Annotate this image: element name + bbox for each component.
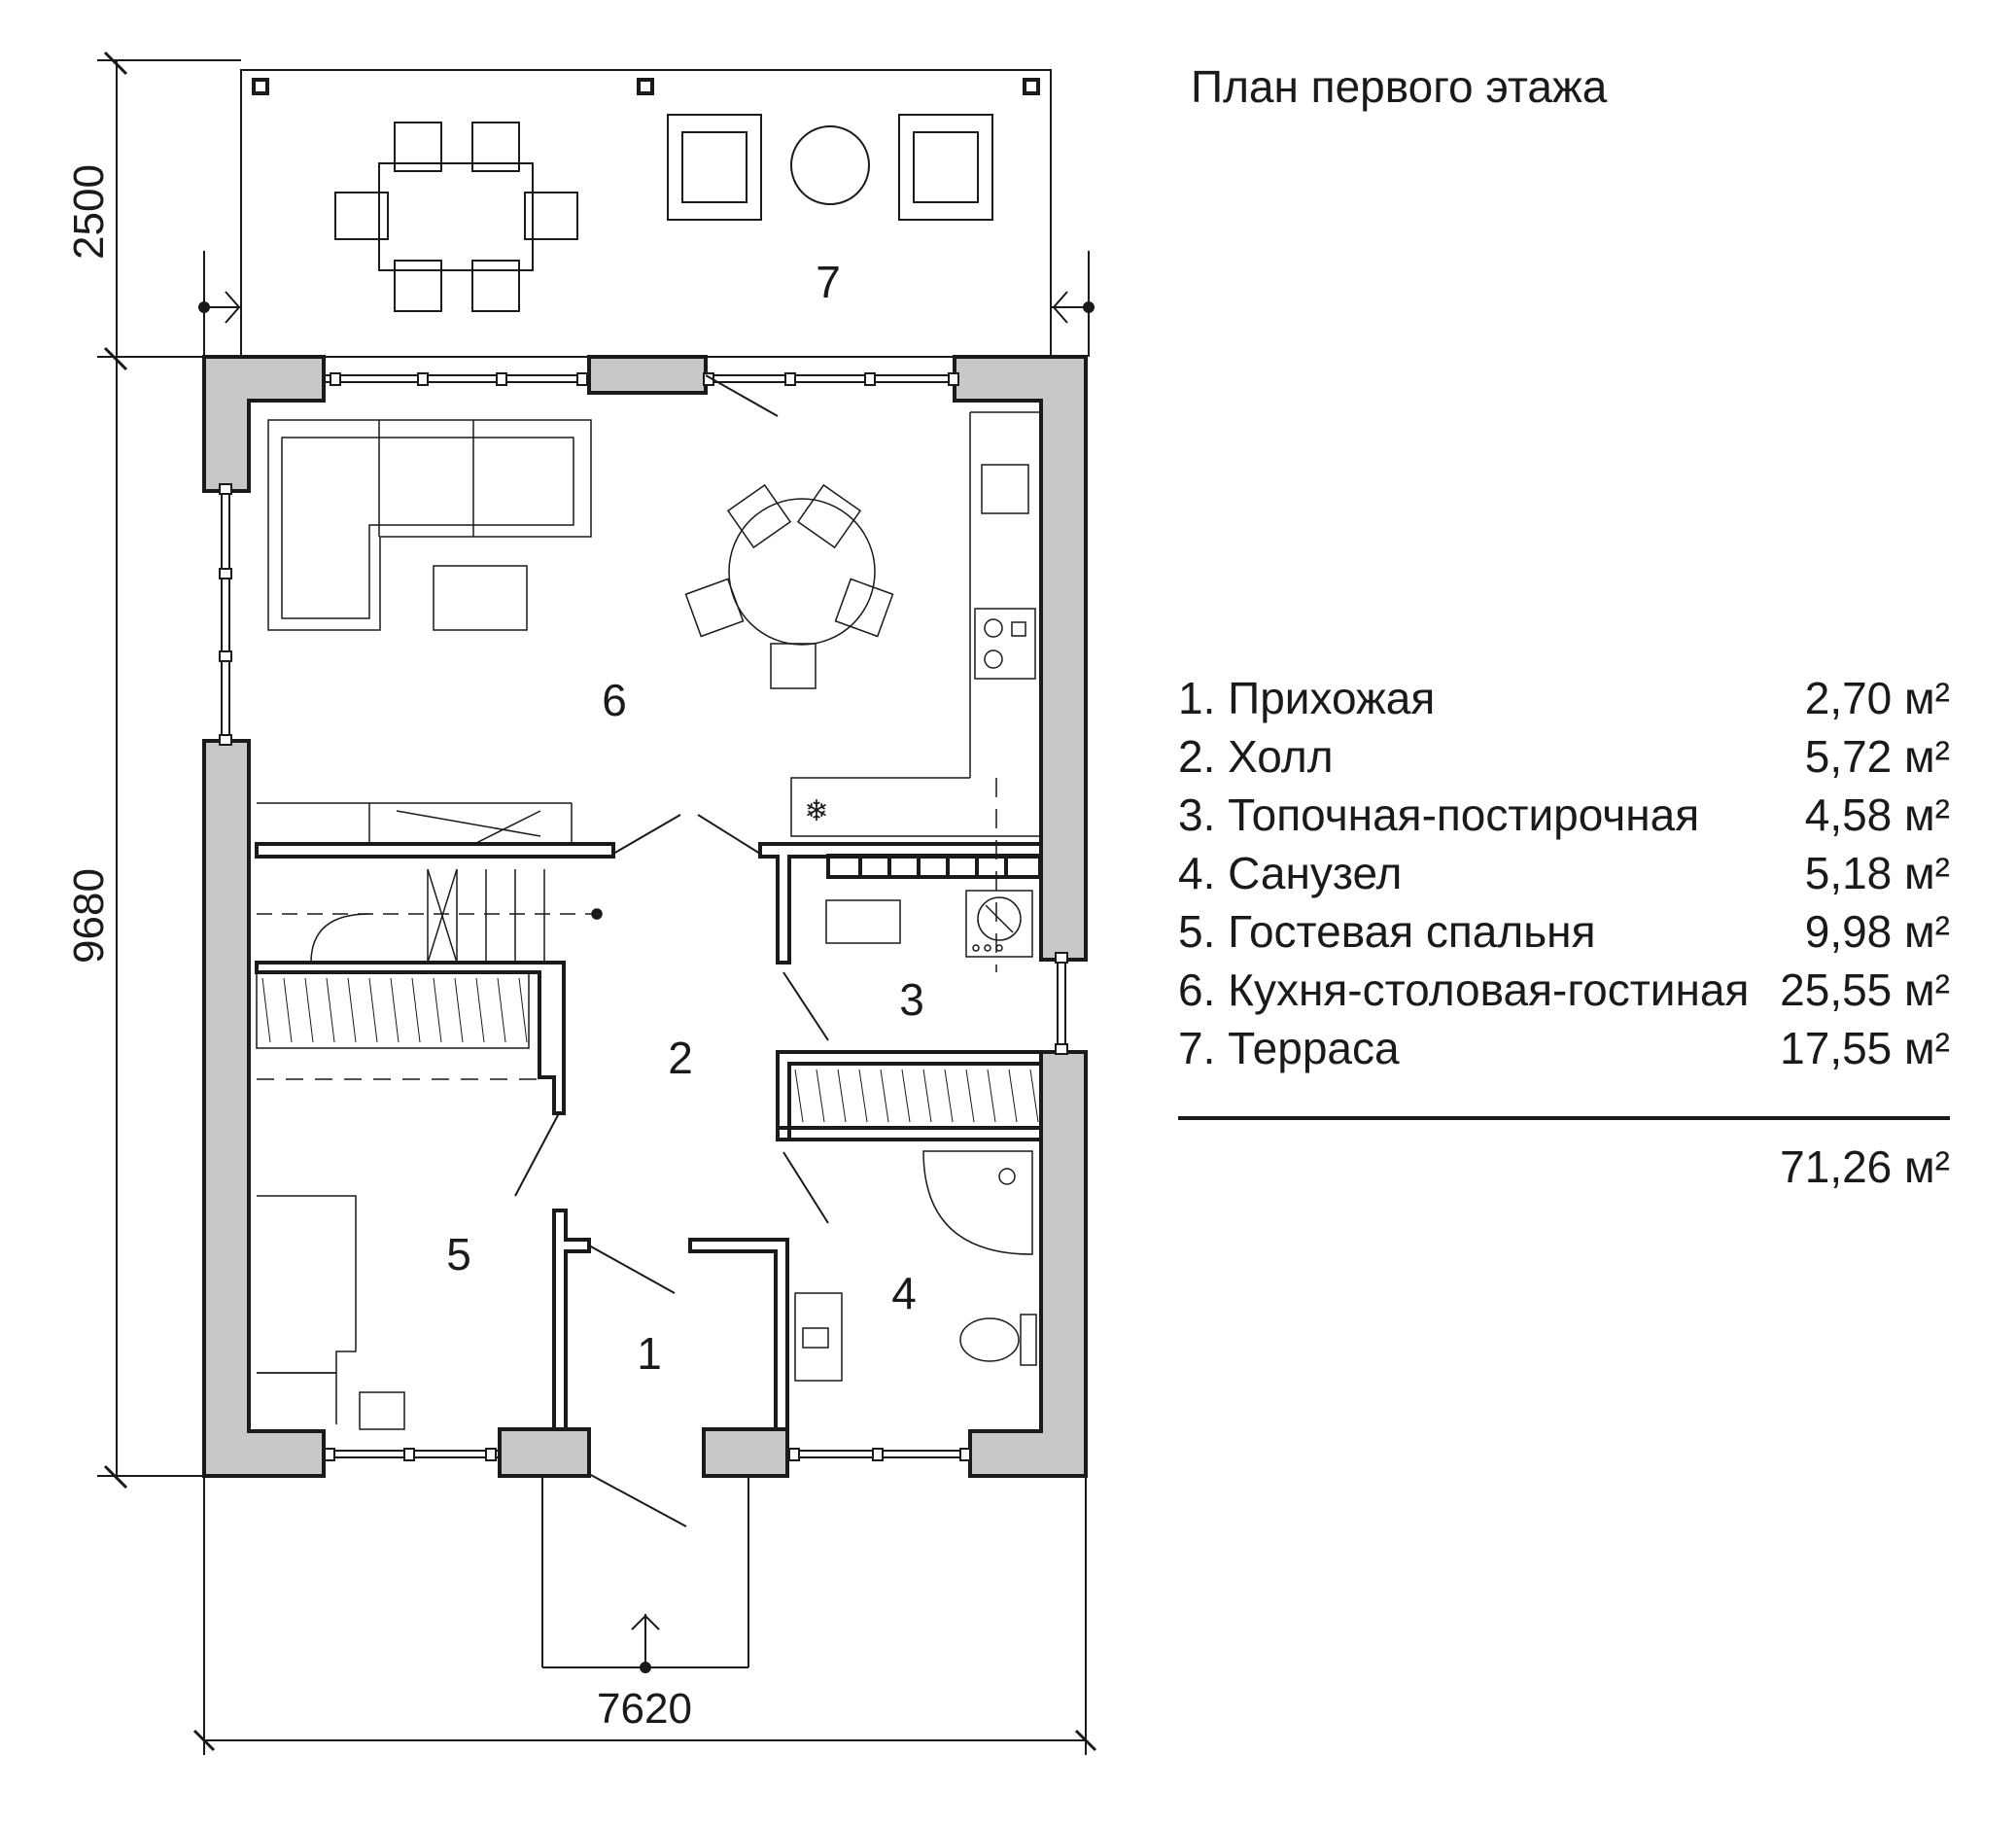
area-legend: 1. Прихожая 2,70 м² 2. Холл 5,72 м² 3. Т…	[1178, 669, 1950, 1196]
hatch-stroke	[497, 977, 506, 1043]
hatch-stroke	[922, 1069, 932, 1123]
windows	[219, 372, 1068, 1461]
legend-room-name: 2. Холл	[1178, 731, 1334, 782]
hatch-stroke	[433, 977, 442, 1043]
legend-row: 7. Терраса 17,55 м²	[1178, 1019, 1950, 1077]
terrace-dining-set	[334, 122, 578, 312]
hatch-stroke	[326, 977, 335, 1043]
hatch-stroke	[304, 977, 314, 1043]
hatch-stroke	[368, 977, 378, 1043]
bathroom-fixtures	[794, 1150, 1037, 1382]
legend-room-area: 2,70 м²	[1804, 673, 1950, 723]
dimension-lines	[97, 51, 1097, 1755]
legend-row: 4. Санузел 5,18 м²	[1178, 844, 1950, 902]
hatch-stroke	[880, 1069, 889, 1123]
legend-room-area: 5,72 м²	[1804, 731, 1950, 782]
dimension-house-depth: 9680	[65, 868, 113, 964]
dimension-house-width: 7620	[597, 1685, 692, 1733]
room-label-6: 6	[602, 675, 627, 725]
legend-room-name: 4. Санузел	[1178, 848, 1403, 898]
hatch-stroke	[454, 977, 464, 1043]
room-label-5: 5	[446, 1229, 471, 1280]
hatch-stroke	[411, 977, 421, 1043]
room-label-4: 4	[891, 1268, 917, 1318]
hatch-stroke	[518, 977, 528, 1043]
legend-row: 3. Топочная-постирочная 4,58 м²	[1178, 786, 1950, 844]
closet-hatching-guest	[261, 977, 528, 1043]
terrace-lounge-set	[667, 114, 993, 221]
legend-room-name: 3. Топочная-постирочная	[1178, 789, 1700, 840]
legend-row: 2. Холл 5,72 м²	[1178, 727, 1950, 786]
legend-room-name: 6. Кухня-столовая-гостиная	[1178, 965, 1750, 1015]
hatch-stroke	[944, 1069, 954, 1123]
hatch-stroke	[901, 1069, 911, 1123]
closets	[256, 971, 1041, 1129]
legend-room-area: 5,18 м²	[1804, 848, 1950, 898]
interior-walls	[255, 842, 1043, 1431]
legend-room-area: 17,55 м²	[1780, 1023, 1950, 1073]
legend-row: 1. Прихожая 2,70 м²	[1178, 669, 1950, 727]
legend-divider	[1178, 1116, 1950, 1120]
staircase	[257, 868, 603, 964]
legend-room-area: 4,58 м²	[1804, 789, 1950, 840]
hatch-stroke	[1008, 1069, 1018, 1123]
legend-room-name: 1. Прихожая	[1178, 673, 1436, 723]
doors	[514, 374, 829, 1527]
entrance-porch	[541, 1476, 749, 1673]
hatch-stroke	[475, 977, 485, 1043]
legend-total-area: 71,26 м²	[1780, 1141, 1950, 1192]
hatch-stroke	[390, 977, 400, 1043]
living-furniture: ❄	[257, 411, 1042, 972]
hatch-stroke	[347, 977, 357, 1043]
legend-room-area: 9,98 м²	[1804, 906, 1950, 957]
terrace	[198, 69, 1095, 358]
room-label-7: 7	[816, 257, 841, 307]
closet-hatching-boiler	[794, 1069, 1039, 1123]
plan-title: План первого этажа	[1191, 61, 1608, 112]
hatch-stroke	[794, 1069, 804, 1123]
legend-room-name: 7. Терраса	[1178, 1023, 1400, 1073]
room-label-1: 1	[637, 1328, 662, 1379]
hatch-stroke	[1029, 1069, 1039, 1123]
exterior-walls	[202, 355, 1088, 1478]
boiler-fixtures	[825, 890, 1033, 958]
guest-bed	[257, 1195, 405, 1430]
legend-room-name: 5. Гостевая спальня	[1178, 906, 1596, 957]
hatch-stroke	[965, 1069, 975, 1123]
hatch-stroke	[837, 1069, 847, 1123]
svg-text:❄: ❄	[804, 795, 828, 827]
hatch-stroke	[283, 977, 293, 1043]
legend-row: 6. Кухня-столовая-гостиная 25,55 м²	[1178, 961, 1950, 1019]
hatch-stroke	[816, 1069, 825, 1123]
hatch-stroke	[261, 977, 271, 1043]
room-label-2: 2	[668, 1033, 693, 1083]
hatch-stroke	[987, 1069, 996, 1123]
legend-row: 5. Гостевая спальня 9,98 м²	[1178, 902, 1950, 961]
dimension-terrace-depth: 2500	[65, 164, 113, 260]
room-label-3: 3	[899, 974, 924, 1025]
hatch-stroke	[858, 1069, 868, 1123]
legend-room-area: 25,55 м²	[1780, 965, 1950, 1015]
